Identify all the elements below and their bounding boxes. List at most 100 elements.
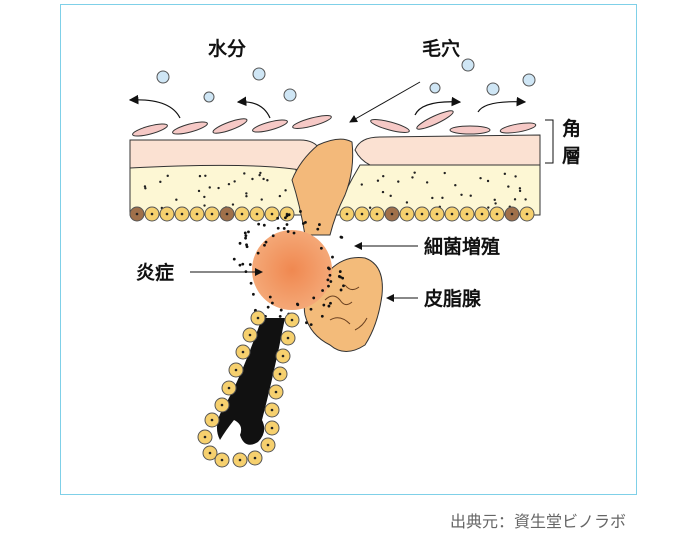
- cell-nucleus: [270, 212, 274, 216]
- dot: [368, 206, 372, 209]
- dot: [518, 189, 522, 193]
- bacterium: [276, 216, 280, 220]
- corneum-flakes: [132, 110, 537, 137]
- bacterium: [309, 323, 313, 327]
- bacterium: [339, 288, 343, 292]
- water-bubbles: [156, 58, 536, 103]
- bacterium: [327, 304, 331, 308]
- dot: [143, 185, 147, 188]
- dot: [411, 176, 414, 179]
- label-stratum-2: 層: [562, 145, 581, 167]
- epidermis-dots: [143, 171, 527, 210]
- cell-nucleus: [135, 212, 139, 216]
- bacterium: [339, 275, 342, 279]
- dot: [524, 198, 527, 201]
- bacterium: [331, 255, 334, 259]
- dot: [382, 174, 385, 178]
- dot: [460, 193, 463, 196]
- bacterium: [244, 234, 248, 238]
- follicle-cells: [197, 310, 300, 468]
- bacterium: [262, 223, 266, 227]
- bacterium: [316, 227, 320, 231]
- bacterium: [299, 210, 302, 213]
- bacterium: [282, 227, 286, 230]
- label-water: 水分: [208, 38, 246, 60]
- dot: [197, 189, 201, 193]
- bacterium: [232, 257, 236, 261]
- dot: [443, 171, 446, 175]
- bacterium: [247, 230, 250, 234]
- stratum-bracket: [545, 119, 554, 164]
- bacterium: [304, 220, 307, 224]
- bacterium: [309, 307, 313, 311]
- dot: [266, 179, 269, 182]
- cell-nucleus: [375, 212, 379, 216]
- cell-nucleus: [405, 212, 409, 216]
- bacterium: [248, 263, 252, 266]
- dot: [166, 174, 169, 178]
- evaporation-arrows: [128, 94, 527, 119]
- dot: [278, 194, 282, 198]
- dot: [251, 177, 254, 181]
- cell-nucleus: [241, 350, 245, 354]
- bacteria-dots: [232, 210, 345, 327]
- dot: [262, 177, 265, 181]
- dot: [243, 172, 246, 175]
- source-credit: 出典元：資生堂ビノラボ: [450, 512, 627, 531]
- bacterium: [279, 308, 283, 312]
- dot: [198, 174, 202, 178]
- dot: [518, 187, 522, 190]
- dot: [284, 189, 287, 192]
- dot: [144, 187, 147, 190]
- bacterium: [322, 303, 326, 307]
- dot: [486, 179, 490, 183]
- bacterium: [271, 234, 275, 238]
- bacterium: [318, 223, 321, 226]
- dot: [203, 195, 206, 199]
- bacterium: [287, 213, 291, 217]
- dot: [231, 203, 235, 206]
- bacterium: [264, 240, 268, 244]
- cell-nucleus: [286, 336, 290, 340]
- cell-nucleus: [240, 212, 244, 216]
- cell-nucleus: [270, 408, 274, 412]
- dot: [397, 180, 400, 183]
- bacterium: [339, 235, 343, 239]
- dot: [159, 180, 162, 184]
- bacterium: [278, 314, 282, 318]
- dot: [175, 198, 178, 201]
- dot: [479, 176, 482, 180]
- cell-nucleus: [274, 390, 278, 394]
- bacterium: [320, 314, 324, 318]
- cell-nucleus: [253, 456, 257, 460]
- bacterium: [257, 222, 261, 226]
- stratum-corneum: [129, 134, 541, 171]
- bacterium: [249, 281, 253, 285]
- bacterium: [241, 262, 245, 266]
- dot: [259, 171, 262, 175]
- bacterium: [266, 305, 270, 309]
- bacterium: [263, 243, 266, 247]
- bacterium: [328, 273, 332, 277]
- dot: [514, 175, 517, 178]
- cell-nucleus: [210, 418, 214, 422]
- bacterium: [327, 266, 330, 270]
- bacterium: [244, 236, 247, 240]
- dot: [381, 190, 385, 194]
- bacterium: [284, 216, 287, 220]
- bacterium: [238, 263, 242, 267]
- cell-nucleus: [510, 212, 514, 216]
- cell-nucleus: [238, 458, 242, 462]
- cell-nucleus: [255, 212, 259, 216]
- label-inflammation: 炎症: [136, 261, 174, 284]
- bacterium: [329, 280, 333, 283]
- cell-nucleus: [208, 451, 212, 455]
- bacterium: [296, 303, 300, 307]
- cell-nucleus: [360, 212, 364, 216]
- bacterium: [341, 276, 345, 280]
- cell-nucleus: [203, 435, 207, 439]
- cell-nucleus: [210, 212, 214, 216]
- label-pore: 毛穴: [422, 37, 460, 60]
- cell-nucleus: [270, 426, 274, 430]
